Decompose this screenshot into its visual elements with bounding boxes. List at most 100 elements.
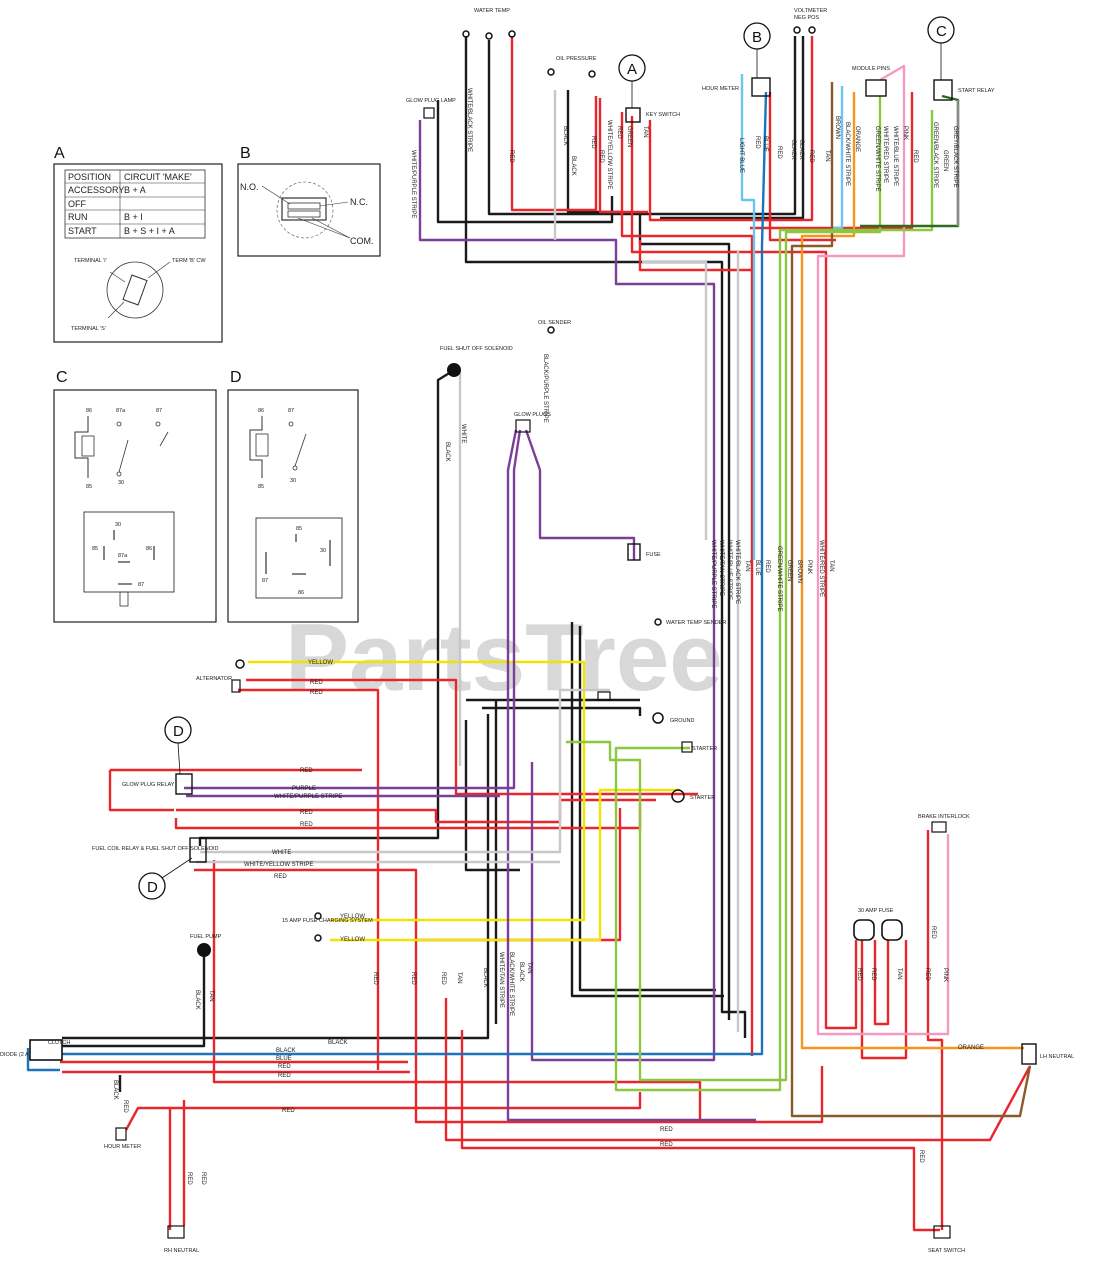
panel-d-b85: 85	[296, 526, 302, 532]
alternator-terminal	[235, 659, 245, 669]
wire-purple-stripe	[506, 429, 756, 1122]
wl-v-tan-fp: TAN	[208, 990, 214, 1002]
panel-c-b87: 87	[138, 582, 144, 588]
wl-v-red-rh2: RED	[200, 1172, 206, 1185]
clutch-connector	[29, 1039, 63, 1061]
wl-v-white-blue: WHITE/BLUE STRIPE	[892, 126, 898, 186]
panel-d-frame	[227, 389, 359, 623]
starter-terminal	[671, 789, 685, 803]
wl-v-red-2: RED	[410, 972, 416, 985]
wl-red-c2: RED	[278, 1073, 291, 1079]
detail-panel-c: C 86 87a 87 85 30 30 85 87a 86 87	[53, 369, 217, 623]
panel-d-b87: 87	[262, 578, 268, 584]
brake-interlock-switch	[931, 821, 947, 833]
wire-red-fuse2	[873, 940, 890, 1026]
label-fuse: FUSE	[646, 552, 661, 558]
wl-v-light-blue: LIGHT BLUE	[738, 138, 744, 173]
wire-black-water-temp	[464, 36, 747, 1038]
detail-panel-a: A POSITION CIRCUIT 'MAKE' ACCESSORY B + …	[53, 145, 223, 343]
label-oil-pressure: OIL PRESSURE	[556, 56, 597, 62]
callout-d-bottom: D	[147, 879, 158, 896]
wl-red-glow: RED	[300, 768, 313, 774]
wl-v-red-mod: RED	[912, 150, 918, 163]
wl-v-white-purple-main: WHITE/PURPLE STRIPE	[710, 540, 716, 608]
label-amp-fuse: 30 AMP FUSE	[858, 908, 894, 914]
wl-v-brown: BROWN	[834, 116, 840, 139]
wire-orange	[800, 92, 1024, 1050]
wl-blue: BLUE	[276, 1056, 292, 1062]
panel-c-87: 87	[156, 408, 162, 414]
wire-red-seat	[460, 1030, 940, 1232]
wire-red-glow3	[176, 798, 656, 824]
water-temp-terminal-1	[462, 30, 470, 38]
wire-red-lh	[444, 998, 1032, 1142]
wire-light-blue	[740, 74, 756, 560]
fuel-shutoff-solenoid-body	[447, 363, 461, 377]
label-lh-neutral: LH NEUTRAL	[1040, 1054, 1074, 1060]
wl-v-tan-main2: TAN	[828, 560, 834, 572]
panel-a-header-circuit: CIRCUIT 'MAKE'	[124, 172, 192, 182]
wl-v-tan-fuse: TAN	[896, 968, 902, 980]
panel-d-86: 86	[258, 408, 264, 414]
wire-red-alt2	[238, 688, 380, 1070]
wire-green-2	[614, 110, 934, 1092]
wl-v-red-3: RED	[440, 972, 446, 985]
panel-d-b30: 30	[320, 548, 326, 554]
wire-white-fuel	[200, 688, 610, 854]
oil-sender-terminal	[547, 326, 555, 334]
label-key-switch: KEY SWITCH	[646, 112, 680, 118]
label-hour-meter-bottom: HOUR METER	[104, 1144, 141, 1150]
panel-a-row-2-circuit: B + I	[124, 212, 143, 222]
component-labels: WATER TEMP OIL PRESSURE GLOW PLUG LAMP K…	[0, 8, 1074, 1254]
wl-v-green-main: GREEN	[786, 560, 792, 581]
wl-v-pink: PINK	[902, 126, 908, 140]
wl-v-red-fuse1: RED	[856, 968, 862, 981]
wl-v-tan-main: TAN	[744, 560, 750, 572]
wl-v-green-black: GREEN/BLACK STRIPE	[932, 122, 938, 188]
rh-neutral-switch	[167, 1225, 185, 1239]
wire-red-brake	[926, 830, 944, 1230]
wl-v-black-1: BLACK	[482, 968, 488, 988]
wl-v-white-solenoid: WHITE	[460, 424, 466, 443]
label-hour-meter: HOUR METER	[702, 86, 739, 92]
wl-red-1: RED	[300, 810, 313, 816]
callout-a: A	[627, 61, 637, 78]
wl-red-alt-1: RED	[310, 680, 323, 686]
panel-a-row-2-pos: RUN	[68, 212, 88, 222]
wl-v-black-volt: BLACK	[790, 140, 796, 160]
hour-meter-bottom-plug	[115, 1127, 127, 1141]
wl-v-red-op: RED	[590, 136, 596, 149]
wl-purple: PURPLE	[292, 786, 316, 792]
wl-v-white-yellow-key: WHITE/YELLOW STRIPE	[606, 120, 612, 189]
panel-d-b86: 86	[298, 590, 304, 596]
wl-v-red-key: RED	[616, 126, 622, 139]
panel-c-b86: 86	[146, 546, 152, 552]
wl-v-white-black-main: WHITE/BLACK STRIPE	[734, 540, 740, 604]
panel-d-85: 85	[258, 484, 264, 490]
wire-red-glow2	[108, 770, 174, 812]
wl-red-alt-2: RED	[310, 690, 323, 696]
voltmeter-pos-terminal	[808, 26, 816, 34]
label-fuel-pump: FUEL PUMP	[190, 934, 222, 940]
wire-purple-fuse	[524, 429, 636, 560]
wl-v-tan-key: TAN	[642, 126, 648, 138]
panel-c-frame	[53, 389, 217, 623]
wl-v-black-white-2: BLACK/WHITE STRIPE	[508, 952, 514, 1016]
wire-red-fuelcoil2	[212, 860, 702, 1120]
panel-c-86: 86	[86, 408, 92, 414]
panel-c-b87a: 87a	[118, 553, 128, 559]
label-glow-plug-lamp: GLOW PLUG LAMP	[406, 98, 456, 104]
wl-v-red-1: RED	[372, 972, 378, 985]
glow-plug-relay-body	[175, 773, 193, 795]
panel-b-frame	[237, 163, 381, 257]
label-water-temp: WATER TEMP	[474, 8, 510, 14]
wire-red-fuse	[860, 940, 908, 1060]
wl-red-fuel: RED	[274, 874, 287, 880]
label-module-pins: MODULE PINS	[852, 66, 890, 72]
label-diode: DIODE (2 A)	[0, 1052, 31, 1058]
wl-v-tan-1: TAN	[456, 972, 462, 984]
wl-v-blue-main: BLUE	[754, 560, 760, 576]
wl-white-yellow: WHITE/YELLOW STRIPE	[244, 862, 313, 868]
panel-c-b30: 30	[115, 522, 121, 528]
